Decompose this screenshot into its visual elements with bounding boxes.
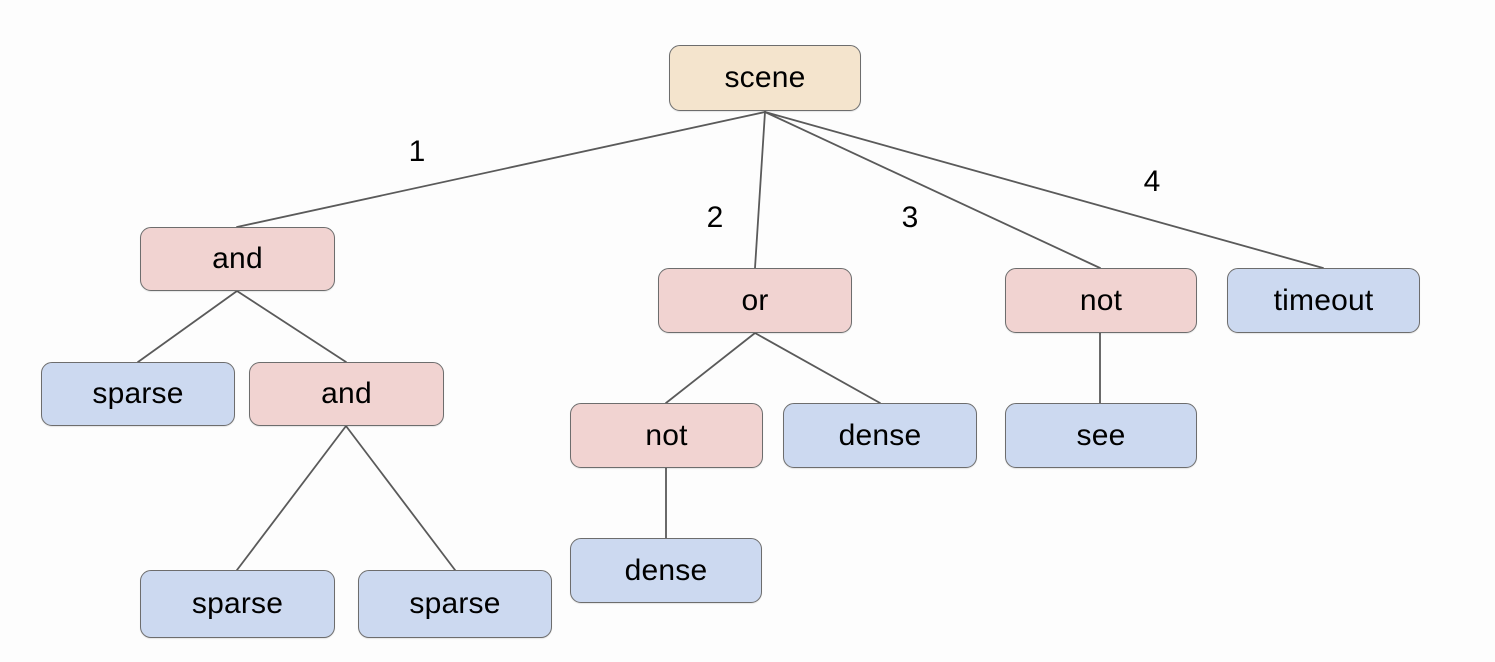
edge-scene-to-or1 <box>754 111 766 269</box>
tree-node-or1[interactable]: or <box>658 268 852 333</box>
tree-node-not2[interactable]: not <box>570 403 763 468</box>
edge-and1-to-sparse1 <box>137 290 238 363</box>
tree-node-and2[interactable]: and <box>249 362 444 426</box>
edge-or1-to-dense1 <box>754 332 881 404</box>
edge-scene-to-and1 <box>236 111 766 228</box>
edge-label-1: 1 <box>408 135 426 168</box>
tree-node-scene[interactable]: scene <box>669 45 861 111</box>
edge-and2-to-sparse2 <box>236 425 347 571</box>
tree-node-and1[interactable]: and <box>140 227 335 291</box>
tree-node-sparse1[interactable]: sparse <box>41 362 235 426</box>
edge-or1-to-not2 <box>665 332 756 404</box>
tree-node-see[interactable]: see <box>1005 403 1197 468</box>
edge-and1-to-and2 <box>236 290 347 363</box>
edge-scene-to-timeout <box>764 111 1324 269</box>
tree-node-dense2[interactable]: dense <box>570 538 762 603</box>
edge-label-2: 2 <box>706 201 724 234</box>
edge-scene-to-not1 <box>764 111 1101 269</box>
tree-node-dense1[interactable]: dense <box>783 403 977 468</box>
edge-label-4: 4 <box>1143 165 1161 198</box>
tree-node-sparse2[interactable]: sparse <box>140 570 335 638</box>
tree-node-sparse3[interactable]: sparse <box>358 570 552 638</box>
tree-node-not1[interactable]: not <box>1005 268 1197 333</box>
tree-node-timeout[interactable]: timeout <box>1227 268 1420 333</box>
edge-label-3: 3 <box>901 201 919 234</box>
edge-and2-to-sparse3 <box>345 425 456 571</box>
